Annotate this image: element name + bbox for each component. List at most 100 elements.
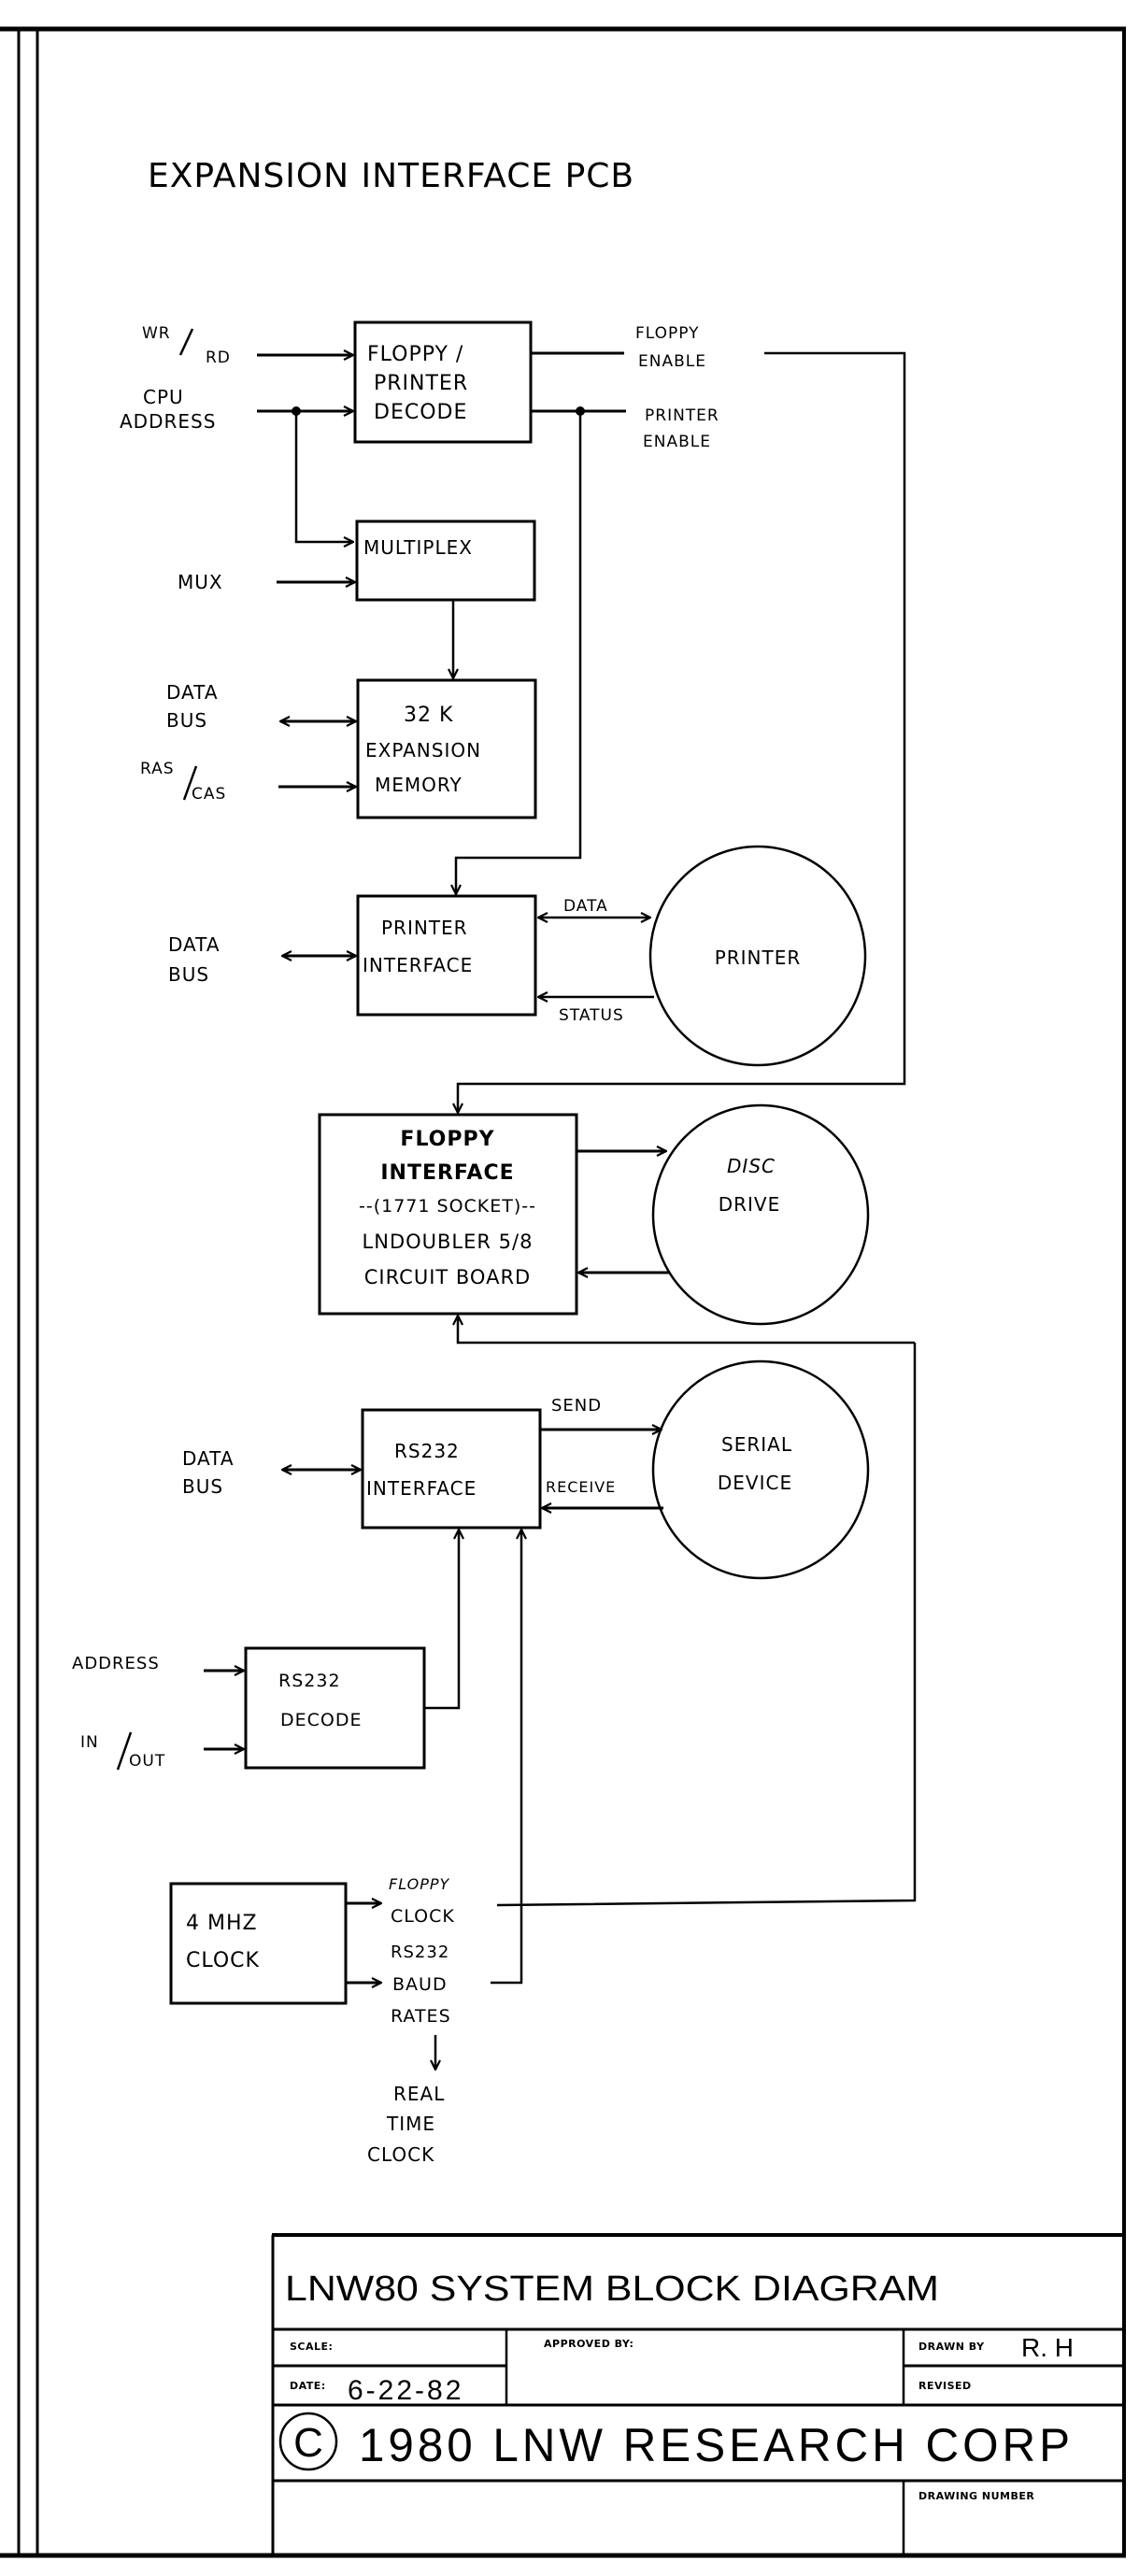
wire-floppy-clock [496, 1343, 917, 1907]
signal-printer-status: STATUS [538, 997, 654, 1026]
block-line: RS232 [278, 1671, 341, 1691]
block-4mhz-clock: 4 MHZ CLOCK [169, 1882, 348, 2005]
block-line: INTERFACE [363, 954, 473, 976]
block-line: DECODE [374, 401, 467, 424]
signal-label: MUX [178, 571, 223, 593]
block-line: FLOPPY / [367, 343, 463, 366]
signal-label: ADDRESS [72, 1654, 160, 1673]
signal-floppy-clock: FLOPPY CLOCK [346, 1343, 917, 1927]
signal-label: RS232 [391, 1943, 449, 1962]
copyright-symbol: C [293, 2420, 323, 2466]
signal-label: WR [142, 324, 171, 343]
device-disc-drive: DISC DRIVE [651, 1103, 870, 1326]
signal-label: BUS [168, 963, 209, 986]
signal-label: DATA [182, 1447, 235, 1470]
signal-label: ADDRESS [120, 410, 216, 433]
signal-label: OUT [129, 1752, 165, 1771]
signal-label: CLOCK [367, 2143, 434, 2166]
signal-in-out: IN OUT [80, 1731, 244, 1771]
block-line: 32 K [404, 704, 453, 727]
block-rs232-interface: RS232 INTERFACE [361, 1408, 542, 1530]
signal-label: RATES [391, 2006, 451, 2027]
block-multiplex: MULTIPLEX [355, 519, 536, 602]
approved-by-label: APPROVED BY: [544, 2338, 634, 2350]
signal-real-time-clock: REAL TIME CLOCK [367, 2083, 444, 2166]
sheet-frame [0, 26, 1126, 2558]
block-printer-interface: PRINTER INTERFACE [356, 894, 537, 1017]
wire-floppy-enable-to-floppy-interface [458, 351, 906, 1113]
signal-label: CLOCK [391, 1906, 455, 1927]
device-label: DEVICE [718, 1472, 792, 1494]
block-line: 4 MHZ [186, 1912, 258, 1935]
signal-data-bus-memory: DATA BUS [166, 681, 356, 732]
device-label: PRINTER [715, 946, 802, 969]
block-expansion-memory: 32 K EXPANSION MEMORY [356, 678, 537, 819]
drawing-title: LNW80 SYSTEM BLOCK DIAGRAM [285, 2270, 939, 2309]
signal-printer-enable: PRINTER ENABLE [456, 406, 719, 894]
revised-label: REVISED [918, 2380, 972, 2392]
page-title: EXPANSION INTERFACE PCB [148, 157, 634, 195]
signal-label: ENABLE [638, 352, 706, 371]
signal-label: DATA [168, 933, 221, 956]
block-line: LNDOUBLER 5/8 [363, 1231, 534, 1253]
signal-label: DATA [166, 681, 219, 704]
block-line: PRINTER [374, 372, 468, 395]
signal-label: BAUD [392, 1974, 448, 1995]
signal-label: SEND [551, 1396, 602, 1416]
signal-label: TIME [386, 2113, 435, 2135]
signal-label: PRINTER [645, 406, 719, 425]
signal-floppy-enable: FLOPPY ENABLE [458, 324, 906, 1113]
signal-label: RAS [140, 760, 175, 778]
slash-glyph [116, 1731, 133, 1771]
block-line: CLOCK [186, 1949, 260, 1972]
block-line: EXPANSION [365, 739, 481, 761]
block-line: MULTIPLEX [363, 536, 473, 559]
block-line: INTERFACE [380, 1161, 514, 1185]
wire-decode-to-rs232 [424, 1530, 459, 1710]
signal-label: RECEIVE [546, 1478, 616, 1496]
signal-wr-rd: WR RD [142, 324, 353, 367]
signal-label: FLOPPY [635, 324, 700, 343]
block-floppy-interface: FLOPPY INTERFACE --(1771 SOCKET)-- LNDOU… [318, 1113, 578, 1316]
signal-label: IN [80, 1733, 99, 1752]
slash-glyph [182, 765, 198, 801]
block-line: --(1771 SOCKET)-- [359, 1196, 536, 1217]
signal-baud-rates: RS232 BAUD RATES [346, 1530, 521, 2027]
block-line: CIRCUIT BOARD [364, 1266, 531, 1288]
block-rs232-decode: RS232 DECODE [244, 1646, 426, 1770]
signal-receive: RECEIVE [542, 1478, 663, 1508]
block-line: INTERFACE [366, 1477, 477, 1500]
device-label: DRIVE [719, 1193, 781, 1216]
signal-ras-cas: RAS CAS [140, 760, 356, 804]
signal-send: SEND [540, 1396, 662, 1430]
signal-printer-data: DATA [538, 892, 650, 918]
wire-floppy-clock-to-floppy-interface [458, 1316, 915, 1345]
slash-glyph [178, 328, 194, 356]
signal-data-bus-rs232: DATA BUS [182, 1447, 361, 1498]
signal-label: BUS [182, 1475, 223, 1498]
signal-label: DATA [563, 897, 608, 916]
signal-label: STATUS [559, 1006, 624, 1025]
date-label: DATE: [290, 2380, 326, 2392]
drawn-by-value: R. H [1021, 2333, 1074, 2362]
device-label: SERIAL [721, 1433, 792, 1456]
date-value: 6-22-82 [348, 2375, 463, 2406]
signal-label: FLOPPY [389, 1875, 450, 1893]
drawing-number-label: DRAWING NUMBER [918, 2490, 1034, 2502]
block-line: MEMORY [375, 774, 463, 796]
signal-label: BUS [166, 709, 207, 732]
block-line: DECODE [280, 1710, 363, 1730]
signal-cpu-address: CPU ADDRESS [120, 386, 353, 542]
device-serial-device: SERIAL DEVICE [651, 1359, 870, 1580]
wire-baud-to-rs232 [491, 1530, 521, 1985]
signal-label: CPU [143, 386, 184, 408]
signal-data-bus-printer: DATA BUS [168, 933, 356, 986]
block-floppy-printer-decode: FLOPPY / PRINTER DECODE [353, 320, 533, 444]
copyright-text: 1980 LNW RESEARCH CORP [359, 2419, 1074, 2471]
copyright-circle [278, 2412, 338, 2471]
device-label: DISC [727, 1155, 776, 1177]
title-block: LNW80 SYSTEM BLOCK DIAGRAM SCALE: APPROV… [271, 2233, 1126, 2555]
scale-label: SCALE: [290, 2341, 333, 2353]
wire-printer-enable-to-printer-interface [456, 411, 582, 894]
